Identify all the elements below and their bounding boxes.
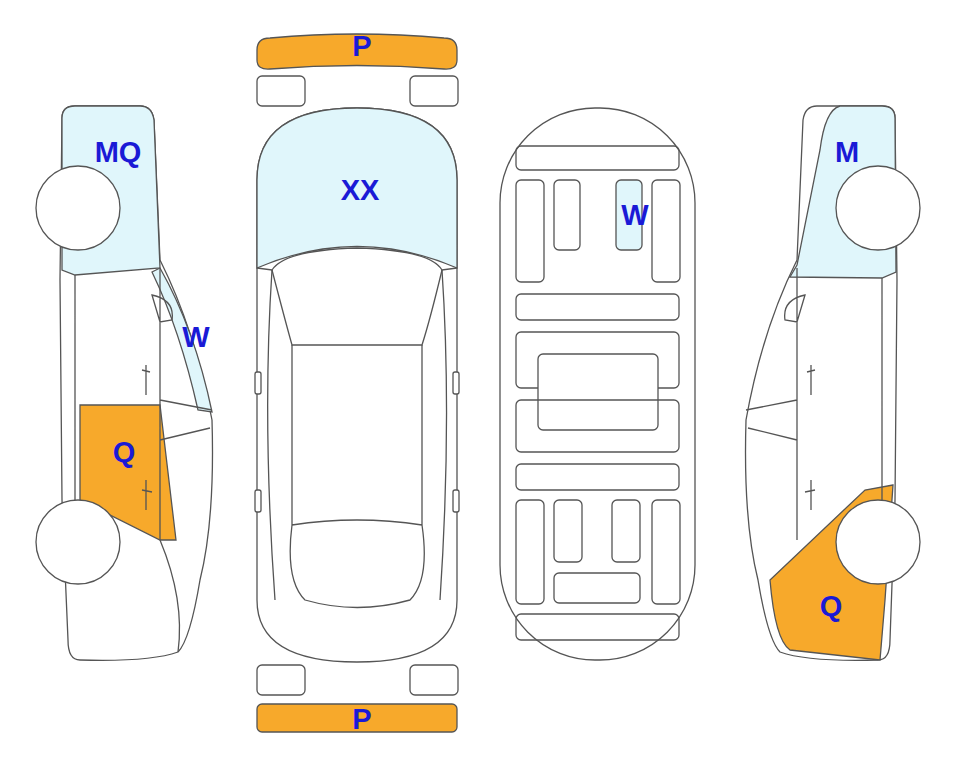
damage-code: XX [341, 176, 380, 205]
left-side-view [36, 106, 213, 660]
damage-code: M [835, 138, 859, 167]
damage-code: MQ [95, 138, 142, 167]
damage-code: P [352, 705, 371, 734]
top-view [255, 34, 459, 732]
damage-code: P [352, 32, 371, 61]
right-side-view [746, 106, 921, 660]
damage-code: Q [820, 592, 843, 621]
damage-code: W [182, 323, 209, 352]
underside-view [500, 108, 695, 660]
damage-code: W [621, 201, 648, 230]
damage-code: Q [113, 438, 136, 467]
